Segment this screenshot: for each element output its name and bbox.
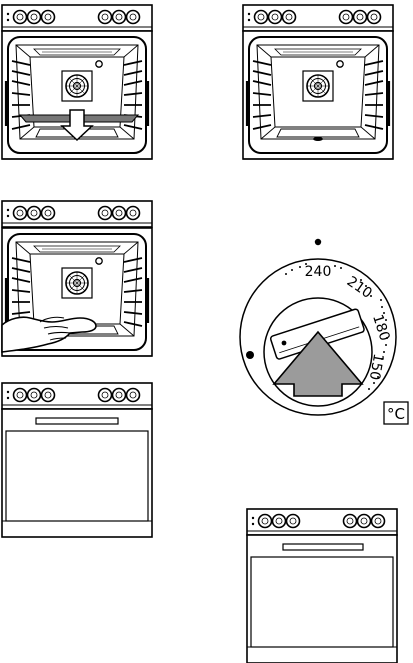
oven-cavity-figure [243, 5, 393, 159]
oven-front-figure-2 [247, 509, 397, 663]
temperature-dial-figure: 240 210 180 150 [240, 239, 396, 415]
oven-tray-removal-figure [2, 5, 152, 159]
oven-door [6, 431, 148, 521]
oven-front-figure [2, 383, 152, 537]
celsius-label: °C [387, 405, 405, 423]
celsius-badge: °C [384, 402, 408, 424]
oven-cleaning-figure [2, 201, 152, 356]
oven-door [251, 557, 393, 647]
dial-mark-240: 240 [305, 264, 332, 280]
door-handle [283, 544, 363, 550]
door-handle [36, 418, 118, 424]
